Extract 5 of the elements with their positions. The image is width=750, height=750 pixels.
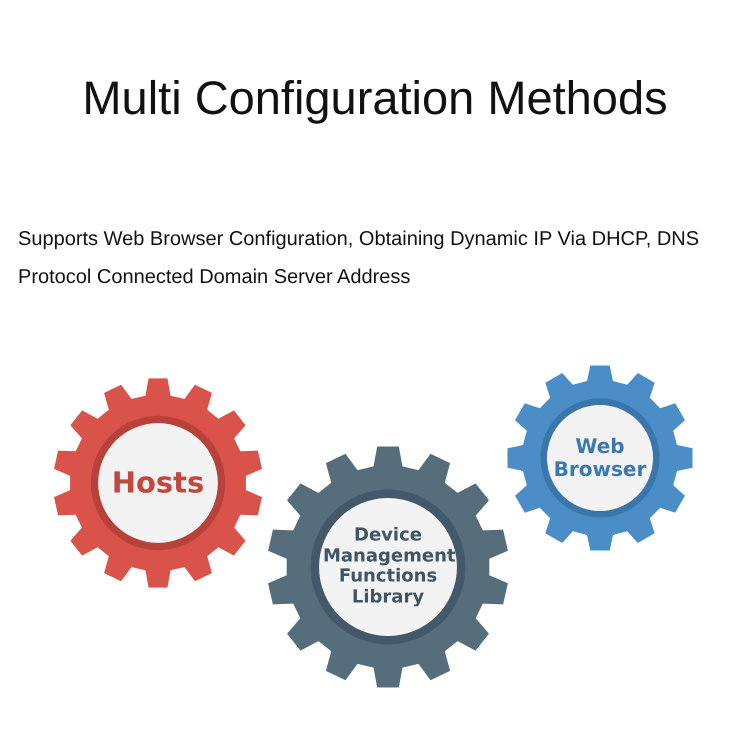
gear-label: Hosts [110, 466, 206, 500]
gear-label: Web Browser [552, 435, 648, 481]
description-text: Supports Web Browser Configuration, Obtaining Dynamic IP Via DHCP, DNS Protocol Connected Domain Server Address [18, 227, 700, 290]
gear-label: Device Management Functions Library [323, 526, 453, 608]
title: Multi Configuration Methods [81, 70, 669, 125]
